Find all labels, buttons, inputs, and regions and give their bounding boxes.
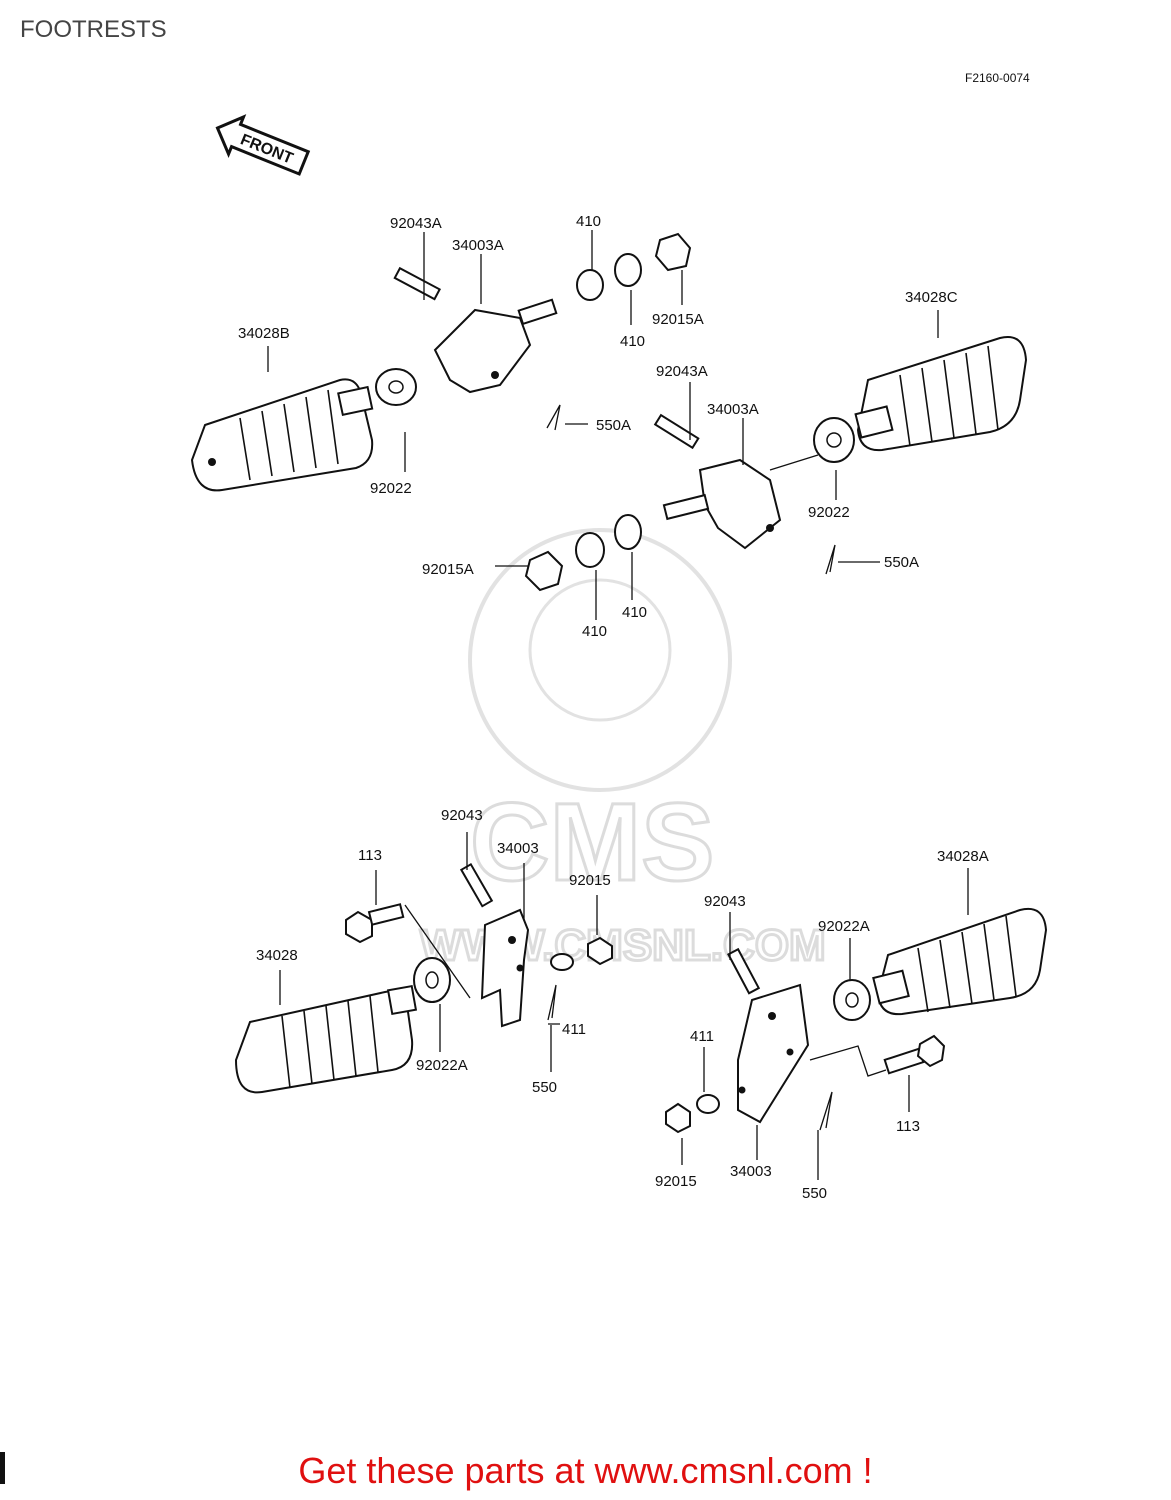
footpeg-34028A <box>872 908 1048 1016</box>
washer-410-3 <box>575 532 605 568</box>
footpeg-34028 <box>234 984 418 1094</box>
label-92043-2: 92043 <box>704 893 746 910</box>
bolt-92043-1 <box>459 862 494 908</box>
label-410-3: 410 <box>582 623 607 640</box>
leader-113-2-to-bracket <box>809 1045 887 1077</box>
label-550A-2: 550A <box>884 554 919 571</box>
label-550A-1: 550A <box>596 417 631 434</box>
label-113-2: 113 <box>896 1118 920 1135</box>
label-34003-1: 34003 <box>497 840 539 857</box>
label-411-2: 411 <box>690 1028 714 1045</box>
watermark-brand: CMS <box>470 781 714 904</box>
label-113-1: 113 <box>358 847 382 864</box>
front-arrow-icon: FRONT <box>215 114 311 176</box>
label-92022A-1: 92022A <box>416 1057 468 1074</box>
cotter-pin-550A-2 <box>825 544 836 575</box>
label-92015A-1: 92015A <box>652 311 704 328</box>
label-34028B: 34028B <box>238 325 290 342</box>
cotter-pin-550A-1 <box>546 404 561 431</box>
washer-92022A-2 <box>833 979 871 1021</box>
watermark-url: WWW.CMSNL.COM <box>420 921 826 970</box>
bolt-92043-2 <box>727 947 761 995</box>
label-34003A-1: 34003A <box>452 237 504 254</box>
label-34003A-2: 34003A <box>707 401 759 418</box>
bracket-34003A-1 <box>433 298 558 394</box>
bracket-34003-1 <box>480 908 530 1028</box>
washer-92022A-1 <box>413 957 451 1003</box>
leader-113-1-to-bracket <box>404 904 471 999</box>
label-34028: 34028 <box>256 947 298 964</box>
label-550-2: 550 <box>802 1185 827 1202</box>
bolt-113-2 <box>883 1034 946 1075</box>
footpeg-34028B <box>190 378 374 492</box>
bolt-113-1 <box>345 903 405 944</box>
cotter-pin-550-2 <box>819 1091 833 1131</box>
label-410-1: 410 <box>576 213 601 230</box>
edge-marker <box>0 1452 5 1484</box>
label-92022-2: 92022 <box>808 504 850 521</box>
nut-92015A-2 <box>524 550 564 592</box>
label-92015-1: 92015 <box>569 872 611 889</box>
washer-410-4 <box>614 514 642 550</box>
bolt-92043A-1 <box>393 266 442 301</box>
nut-92015-2 <box>665 1102 691 1134</box>
footpeg-34028C <box>854 336 1028 452</box>
washer-410-2 <box>614 253 642 287</box>
cta-link[interactable]: Get these parts at www.cmsnl.com ! <box>298 1450 873 1491</box>
washer-411-1 <box>550 953 574 971</box>
label-410-2: 410 <box>620 333 645 350</box>
label-92043A-1: 92043A <box>390 215 442 232</box>
label-92015A-2: 92015A <box>422 561 474 578</box>
label-34003-2: 34003 <box>730 1163 772 1180</box>
washer-411-2 <box>696 1094 720 1114</box>
label-34028C: 34028C <box>905 289 958 306</box>
page-title: FOOTRESTS <box>20 16 167 43</box>
label-34028A: 34028A <box>937 848 989 865</box>
diagram-code: F2160-0074 <box>965 71 1030 85</box>
label-411-1: 411 <box>562 1021 586 1038</box>
label-92022-1: 92022 <box>370 480 412 497</box>
bolt-92043A-2 <box>653 413 700 450</box>
cotter-pin-550-1 <box>547 984 557 1021</box>
nut-92015-1 <box>587 936 613 966</box>
label-92043A-2: 92043A <box>656 363 708 380</box>
label-410-4: 410 <box>622 604 647 621</box>
label-550-1: 550 <box>532 1079 557 1096</box>
washer-410-1 <box>576 269 604 301</box>
label-92022A-2: 92022A <box>818 918 870 935</box>
bracket-34003A-2 <box>662 458 782 550</box>
washer-92022-2 <box>813 417 855 463</box>
bracket-34003-2 <box>737 983 810 1124</box>
nut-92015A-1 <box>654 232 692 272</box>
washer-92022-1 <box>375 368 417 406</box>
label-92015-2: 92015 <box>655 1173 697 1190</box>
label-92043-1: 92043 <box>441 807 483 824</box>
